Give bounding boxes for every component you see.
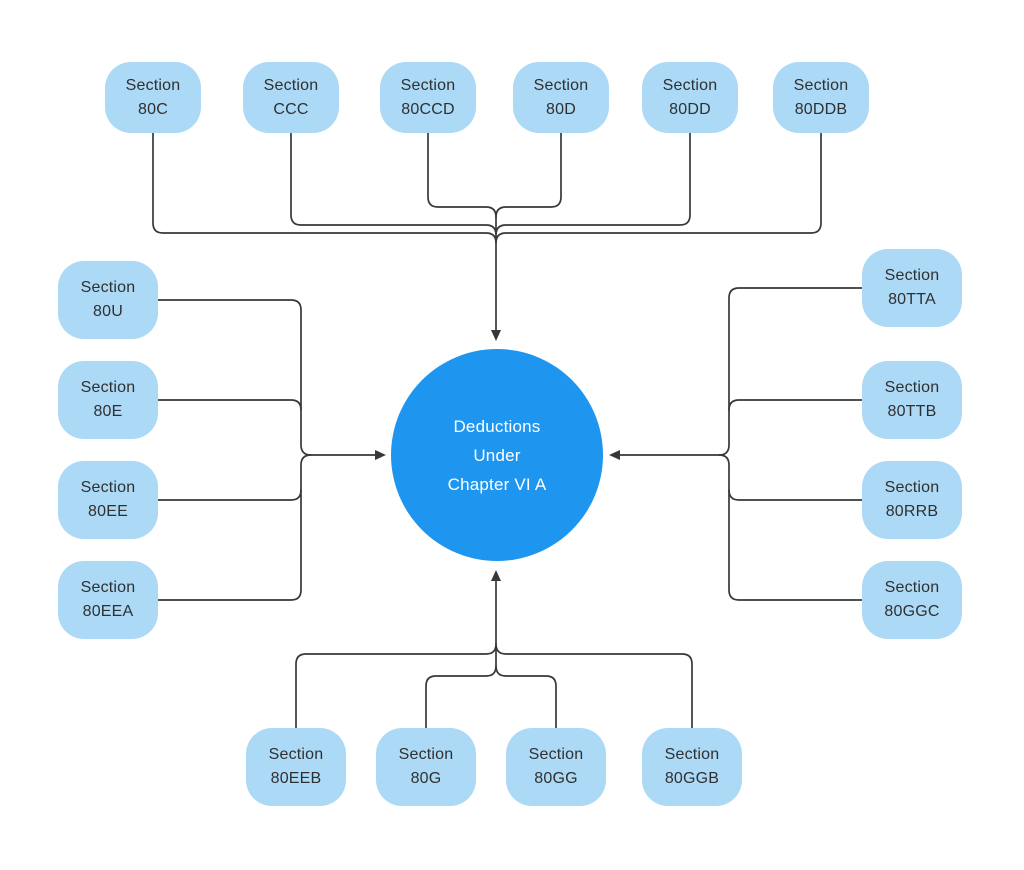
- node-section-80ggc: Section 80GGC: [862, 561, 962, 639]
- connector-left-80eea: [157, 454, 312, 601]
- connector-left-80u: [157, 299, 376, 456]
- node-section-80c: Section 80C: [105, 62, 201, 133]
- connector-bottom-inner-pair: [425, 665, 557, 729]
- connector-bottom-outer-pair: [295, 643, 693, 729]
- connector-left-80ee: [157, 489, 302, 501]
- node-section-80u: Section 80U: [58, 261, 158, 339]
- node-section-80dd: Section 80DD: [642, 62, 738, 133]
- node-section-80gg: Section 80GG: [506, 728, 606, 806]
- connector-right-80ttb: [728, 399, 863, 411]
- node-section-80ccd: Section 80CCD: [380, 62, 476, 133]
- node-section-80e: Section 80E: [58, 361, 158, 439]
- connector-right-80rrb: [728, 489, 863, 501]
- node-section-80ttb: Section 80TTB: [862, 361, 962, 439]
- center-node-deductions-under-chapter-vi-a: Deductions Under Chapter VI A: [391, 349, 603, 561]
- connector-right-80tta: [619, 287, 863, 456]
- connector-right-80ggc: [718, 454, 863, 601]
- connector-top-outer-pair: [152, 132, 822, 244]
- node-section-80eea: Section 80EEA: [58, 561, 158, 639]
- node-section-80tta: Section 80TTA: [862, 249, 962, 327]
- node-section-80ggb: Section 80GGB: [642, 728, 742, 806]
- connector-top-inner-pair: [427, 132, 562, 218]
- connector-top-middle-pair: [290, 132, 691, 236]
- arrowhead-right-icon: [609, 450, 620, 460]
- node-section-80ddb: Section 80DDB: [773, 62, 869, 133]
- node-section-80g: Section 80G: [376, 728, 476, 806]
- node-section-80d: Section 80D: [513, 62, 609, 133]
- node-section-ccc: Section CCC: [243, 62, 339, 133]
- arrowhead-top-icon: [491, 330, 501, 341]
- node-section-80rrb: Section 80RRB: [862, 461, 962, 539]
- arrowhead-bottom-icon: [491, 570, 501, 581]
- node-section-80eeb: Section 80EEB: [246, 728, 346, 806]
- arrowhead-left-icon: [375, 450, 386, 460]
- node-section-80ee: Section 80EE: [58, 461, 158, 539]
- connector-left-80e: [157, 399, 302, 411]
